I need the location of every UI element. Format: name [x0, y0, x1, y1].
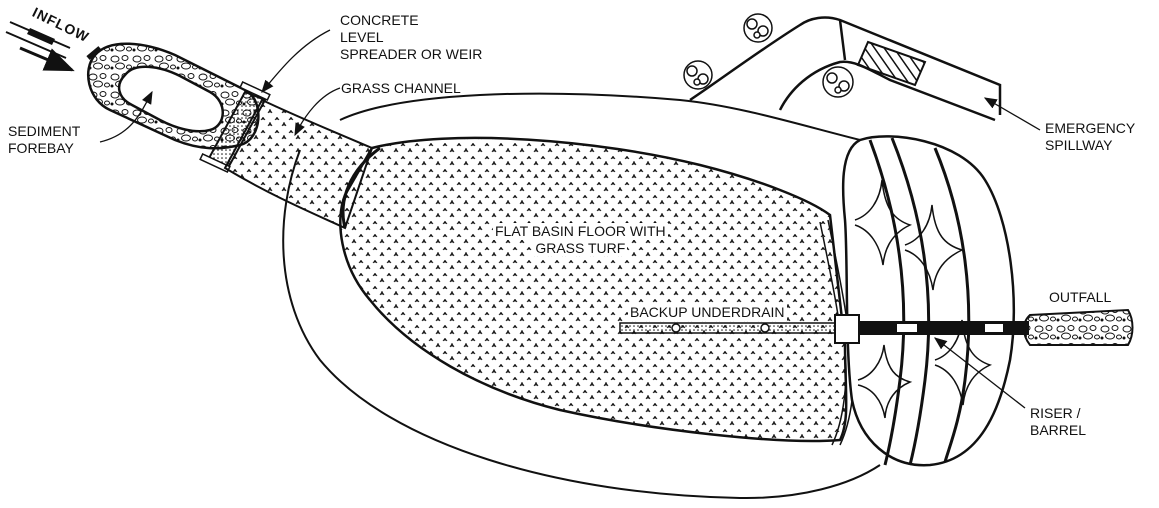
concrete-level-spreader-label: CONCRETE LEVEL SPREADER OR WEIR [340, 12, 482, 63]
outfall-riprap [1024, 310, 1133, 345]
tree-icon [684, 61, 712, 89]
riser-barrel-label-line2: BARREL [1030, 422, 1086, 439]
concrete-label-line1: CONCRETE [340, 12, 482, 29]
riser-barrel-label: RISER / BARREL [1030, 405, 1086, 439]
embankment [843, 136, 1014, 465]
emergency-spillway-label-line1: EMERGENCY [1045, 120, 1135, 137]
emergency-spillway-label-line2: SPILLWAY [1045, 137, 1135, 154]
sediment-forebay-label: SEDIMENT FOREBAY [8, 123, 80, 157]
outfall-label: OUTFALL [1049, 289, 1111, 306]
flat-basin-label-line2-wrap: GRASS TURF [493, 240, 668, 257]
backup-underdrain [620, 323, 835, 333]
sediment-forebay-label-line2: FOREBAY [8, 140, 80, 157]
flow-arrow-icon [20, 48, 72, 70]
riser-barrel-label-line1: RISER / [1030, 405, 1086, 422]
concrete-label-line3: SPREADER OR WEIR [340, 46, 482, 63]
flat-basin-floor [340, 138, 846, 441]
tree-icon [823, 67, 853, 97]
flat-basin-floor-label: FLAT BASIN FLOOR WITH GRASS TURF [493, 223, 668, 257]
sediment-forebay-label-line1: SEDIMENT [8, 123, 80, 140]
tree-icon [744, 14, 772, 42]
grass-channel-label: GRASS CHANNEL [341, 80, 461, 97]
concrete-label-line2: LEVEL [340, 29, 482, 46]
spillway-weir-hatch [858, 42, 925, 85]
backup-underdrain-label: BACKUP UNDERDRAIN [628, 304, 787, 321]
flat-basin-label-line1: FLAT BASIN FLOOR WITH [493, 223, 668, 240]
emergency-spillway-label: EMERGENCY SPILLWAY [1045, 120, 1135, 154]
flat-basin-label-line2: GRASS TURF [533, 240, 627, 256]
